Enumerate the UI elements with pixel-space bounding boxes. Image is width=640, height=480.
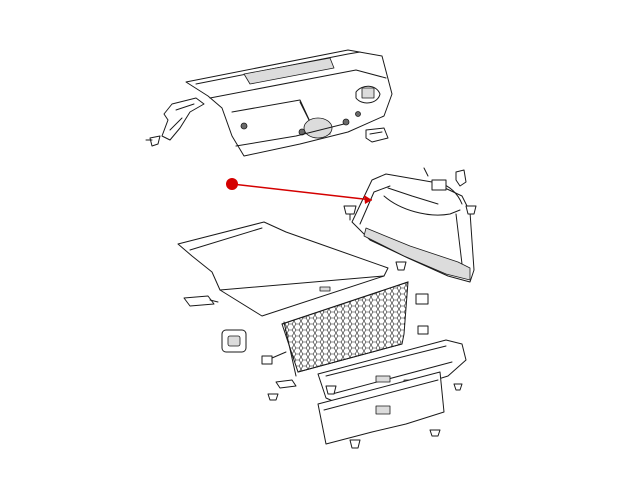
push-pin-fastener-4[interactable] <box>465 205 477 215</box>
push-pin-fastener-5[interactable] <box>267 383 463 401</box>
trunk-side-trim-panel[interactable] <box>351 173 475 283</box>
rear-shelf-bracket[interactable] <box>161 97 205 141</box>
highlight-callout <box>226 178 373 204</box>
push-pin-fastener[interactable] <box>145 135 161 147</box>
side-panel-clip[interactable] <box>423 167 447 191</box>
callout-dot[interactable] <box>226 178 238 190</box>
trunk-floor-mat[interactable] <box>177 221 389 317</box>
cargo-net[interactable] <box>281 281 409 377</box>
rear-shelf-panel[interactable] <box>185 49 393 157</box>
side-panel-hook[interactable] <box>455 169 467 187</box>
trunk-lower-trim-panel[interactable] <box>317 371 445 445</box>
shelf-clip[interactable] <box>365 127 389 143</box>
push-pin-fastener-6[interactable] <box>349 429 441 449</box>
push-pin-fastener-2[interactable] <box>343 205 357 221</box>
push-pin-fastener-3[interactable] <box>395 261 407 271</box>
trunk-switch-plate[interactable] <box>221 329 247 353</box>
tie-down-hook[interactable] <box>261 293 429 389</box>
trunk-lamp[interactable] <box>183 295 219 307</box>
